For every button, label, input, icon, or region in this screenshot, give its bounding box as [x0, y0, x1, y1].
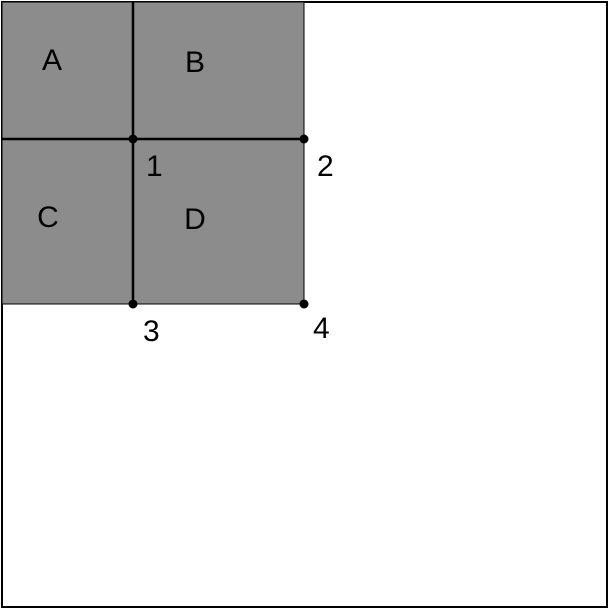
point-label-3: 3 [143, 315, 160, 348]
region-label-b: B [185, 46, 205, 79]
point-1-marker [128, 134, 138, 144]
point-label-4: 4 [313, 312, 330, 345]
point-label-1: 1 [146, 150, 163, 183]
region-label-c: C [37, 201, 59, 234]
point-2-marker [299, 134, 309, 144]
region-label-d: D [184, 203, 206, 236]
region-label-a: A [42, 44, 62, 77]
point-3-marker [128, 299, 138, 309]
point-label-2: 2 [317, 150, 334, 183]
shaded-region [1, 1, 305, 305]
point-4-marker [299, 299, 309, 309]
